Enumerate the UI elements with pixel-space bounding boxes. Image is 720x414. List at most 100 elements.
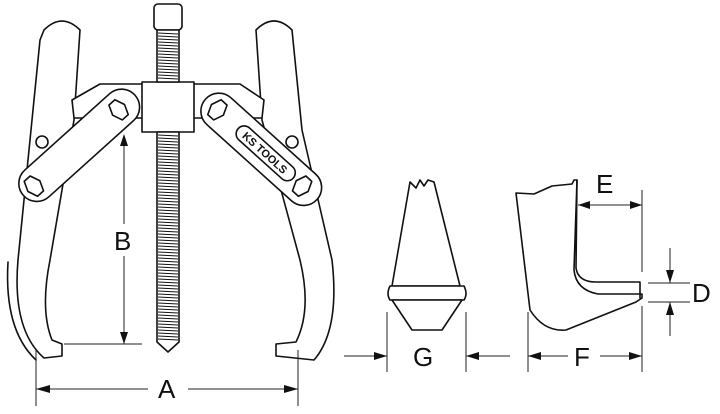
spindle-thread-line bbox=[157, 62, 179, 65]
jaw-front-view: G bbox=[344, 179, 510, 372]
dimension-a: A bbox=[35, 350, 299, 406]
spindle-thread-line bbox=[157, 257, 179, 260]
spindle-thread-line bbox=[157, 308, 179, 311]
dimension-f: F bbox=[527, 306, 643, 372]
bolt-hex-icon bbox=[23, 175, 45, 198]
spindle-thread-line bbox=[157, 296, 179, 299]
spindle-thread-line bbox=[157, 176, 179, 179]
spindle-thread-line bbox=[157, 290, 179, 293]
dimension-b: B bbox=[64, 134, 142, 345]
spindle-thread-line bbox=[157, 218, 179, 221]
left-arm-pivot-hole bbox=[35, 135, 49, 149]
spindle-thread-line bbox=[157, 164, 179, 167]
spindle-thread-line bbox=[157, 314, 179, 317]
spindle-thread-line bbox=[157, 221, 179, 224]
spindle-thread-line bbox=[157, 185, 179, 188]
bolt-hex-icon bbox=[206, 98, 228, 121]
spindle-thread-line bbox=[157, 173, 179, 176]
spindle-thread-line bbox=[157, 338, 179, 341]
spindle-thread-line bbox=[157, 200, 179, 203]
spindle-thread-line bbox=[157, 281, 179, 284]
dimension-label-a: A bbox=[158, 374, 176, 404]
spindle-thread-line bbox=[157, 32, 179, 35]
spindle-thread-line bbox=[157, 143, 179, 146]
spindle-thread-line bbox=[157, 206, 179, 209]
dimension-g: G bbox=[344, 312, 510, 372]
spindle-thread-line bbox=[157, 71, 179, 74]
spindle-thread-line bbox=[157, 167, 179, 170]
jaw-side-view: E D F bbox=[515, 169, 711, 372]
dimension-label-d: D bbox=[692, 278, 711, 308]
spindle-thread-line bbox=[157, 272, 179, 275]
spindle-thread-line bbox=[157, 320, 179, 323]
spindle-thread-line bbox=[157, 317, 179, 320]
bolt-hex-icon bbox=[291, 175, 313, 198]
brand-logo-badge bbox=[235, 125, 297, 182]
spindle-thread-line bbox=[157, 140, 179, 143]
spindle-thread-line bbox=[157, 56, 179, 59]
spindle-thread-top bbox=[156, 29, 180, 83]
spindle-thread-line bbox=[157, 287, 179, 290]
spindle-thread-line bbox=[157, 77, 179, 80]
spindle-thread-line bbox=[157, 254, 179, 257]
spindle-thread-line bbox=[157, 275, 179, 278]
bolt-hex-icon bbox=[108, 98, 130, 121]
spindle-thread-line bbox=[157, 227, 179, 230]
spindle-thread-line bbox=[157, 65, 179, 68]
left-link-plate bbox=[18, 88, 141, 203]
spindle-thread-line bbox=[157, 248, 179, 251]
spindle-thread-line bbox=[157, 215, 179, 218]
left-arm-edge bbox=[6, 261, 37, 361]
spindle-thread-line bbox=[157, 212, 179, 215]
spindle-thread-line bbox=[157, 224, 179, 227]
spindle-thread-line bbox=[157, 263, 179, 266]
dimension-label-e: E bbox=[596, 169, 613, 199]
spindle-thread-line bbox=[157, 251, 179, 254]
spindle-thread-line bbox=[157, 170, 179, 173]
spindle-thread-line bbox=[157, 44, 179, 47]
spindle-thread-line bbox=[157, 266, 179, 269]
spindle-thread-line bbox=[157, 53, 179, 56]
spindle-thread-line bbox=[157, 239, 179, 242]
spindle-thread-line bbox=[157, 191, 179, 194]
dimension-label-b: B bbox=[114, 226, 131, 256]
spindle-thread-line bbox=[157, 236, 179, 239]
spindle-thread-line bbox=[157, 332, 179, 335]
spindle-thread-line bbox=[157, 329, 179, 332]
spindle-thread-line bbox=[157, 59, 179, 62]
spindle-thread-line bbox=[157, 68, 179, 71]
spindle-thread-line bbox=[157, 323, 179, 326]
spindle-thread-line bbox=[157, 197, 179, 200]
spindle-thread-line bbox=[157, 245, 179, 248]
dimension-label-g: G bbox=[413, 342, 433, 372]
spindle-thread-line bbox=[157, 293, 179, 296]
spindle-thread-line bbox=[157, 335, 179, 338]
spindle-thread-line bbox=[157, 188, 179, 191]
spindle-thread-line bbox=[157, 41, 179, 44]
spindle-thread-line bbox=[157, 260, 179, 263]
spindle-thread-line bbox=[157, 326, 179, 329]
dimension-d: D bbox=[648, 248, 711, 336]
spindle-thread-line bbox=[157, 35, 179, 38]
puller-main-view: KS TOOLS B A bbox=[6, 3, 335, 406]
spindle-thread-line bbox=[157, 146, 179, 149]
spindle-thread-line bbox=[157, 269, 179, 272]
spindle-thread-line bbox=[157, 38, 179, 41]
spindle-thread-line bbox=[157, 134, 179, 137]
spindle-thread-line bbox=[157, 158, 179, 161]
center-block bbox=[141, 81, 195, 133]
spindle-thread-line bbox=[157, 152, 179, 155]
spindle-thread-line bbox=[157, 305, 179, 308]
spindle-thread-line bbox=[157, 311, 179, 314]
spindle-thread-line bbox=[157, 299, 179, 302]
spindle-thread-line bbox=[157, 50, 179, 53]
spindle-hex-head bbox=[153, 3, 183, 31]
spindle-thread-line bbox=[157, 233, 179, 236]
spindle-thread-line bbox=[157, 209, 179, 212]
spindle-thread-line bbox=[157, 302, 179, 305]
spindle-thread-line bbox=[157, 203, 179, 206]
spindle-thread-line bbox=[157, 230, 179, 233]
spindle-thread-line bbox=[157, 242, 179, 245]
spindle-thread-line bbox=[157, 194, 179, 197]
